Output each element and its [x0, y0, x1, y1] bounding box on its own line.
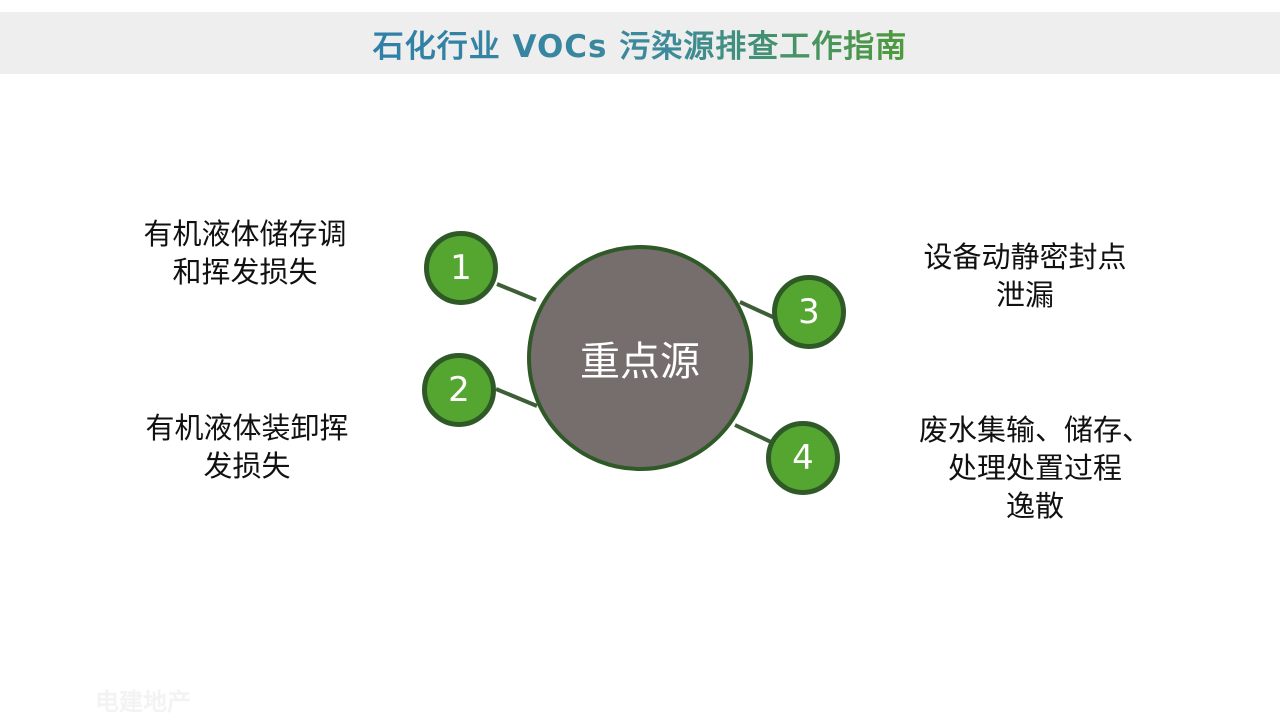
- badge-1: 1: [424, 231, 498, 305]
- badge-number: 4: [792, 438, 814, 478]
- center-node: 重点源: [527, 245, 753, 471]
- connector-2: [495, 387, 538, 408]
- connector-4: [734, 423, 772, 444]
- connector-1: [496, 282, 537, 302]
- connector-3: [739, 300, 776, 320]
- item-1-text: 有机液体储存调 和挥发损失: [143, 217, 347, 289]
- badge-number: 1: [450, 248, 472, 288]
- badge-2: 2: [422, 353, 496, 427]
- badge-number: 2: [448, 370, 470, 410]
- item-2-text: 有机液体装卸挥 发损失: [145, 411, 349, 483]
- badge-number: 3: [798, 292, 820, 332]
- watermark: 电建地产: [95, 688, 191, 716]
- item-3-text: 设备动静密封点 泄漏: [923, 240, 1127, 312]
- badge-4: 4: [766, 421, 840, 495]
- title-bar: 石化行业 VOCs 污染源排查工作指南: [0, 12, 1280, 74]
- center-label: 重点源: [580, 339, 700, 385]
- page-title: 石化行业 VOCs 污染源排查工作指南: [373, 21, 908, 66]
- item-4-text: 废水集输、储存、 处理处置过程 逸散: [918, 413, 1151, 523]
- badge-3: 3: [772, 275, 846, 349]
